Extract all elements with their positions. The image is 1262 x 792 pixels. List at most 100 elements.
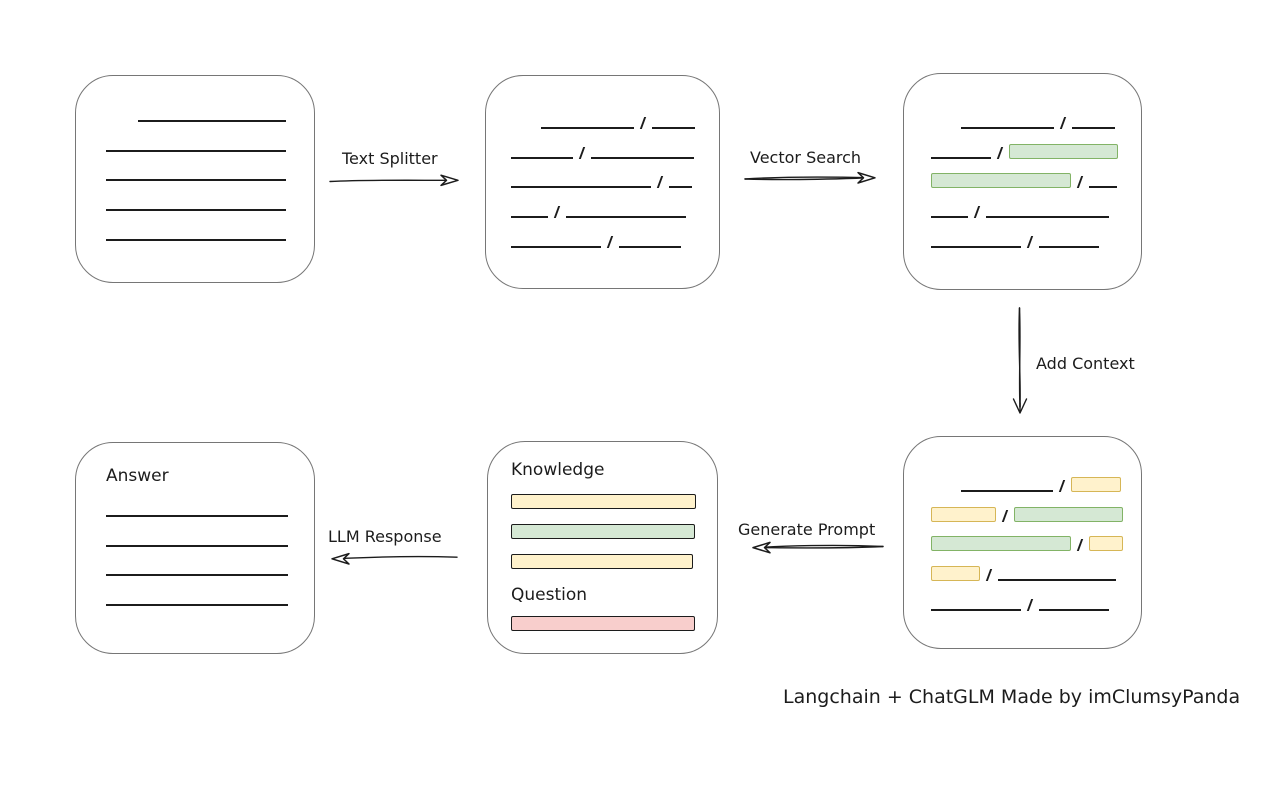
document-row [931,129,1121,159]
split-document-lines [486,76,719,248]
document-row [931,159,1121,189]
slash-separator [553,206,561,219]
text-line [106,209,286,212]
red-bar [511,616,695,631]
text-line [1039,608,1110,611]
text-splitter-label: Text Splitter [342,149,438,168]
document-row [931,492,1124,522]
document-row [931,581,1121,611]
document-row [106,517,294,547]
document-row [511,159,699,189]
vector-matched-document-box [903,73,1142,290]
answer-lines [106,487,314,607]
document-row [961,99,1121,129]
document-row [931,218,1121,248]
text-line [998,579,1117,582]
llm-response-label: LLM Response [328,527,442,546]
text-line [1072,126,1116,129]
text-line [106,514,288,517]
source-document-lines [76,76,314,241]
slash-separator [1059,116,1067,129]
slash-separator [1076,539,1084,552]
highlight-chip-yellow [1089,536,1124,552]
text-line [591,156,695,159]
vector-search-label: Vector Search [750,148,862,167]
document-row [106,211,294,241]
text-line [106,149,286,152]
text-line [931,608,1021,611]
text-line [566,216,687,219]
text-line [619,245,682,248]
add-context-label: Add Context [1036,354,1135,373]
document-row [106,181,294,212]
slash-separator [1026,598,1034,611]
matched-document-lines [904,74,1141,248]
document-row [961,462,1121,492]
slash-separator [1058,479,1066,492]
text-line [106,179,286,182]
vector-search-arrow-icon [744,171,876,184]
text-line [669,186,693,189]
document-row [931,522,1124,552]
text-line [652,126,696,129]
answer-label: Answer [106,466,169,486]
generate-prompt-arrow-icon [752,541,884,554]
document-row [931,551,1121,582]
text-line [931,216,968,219]
answer-box: Answer [75,442,315,654]
slash-separator [973,206,981,219]
prompt-content: Knowledge Question [488,442,717,631]
slash-separator [606,235,614,248]
document-row [106,547,294,577]
highlight-chip-green [931,173,1071,189]
slash-separator [578,146,586,159]
document-row [106,122,294,152]
text-line [961,489,1053,492]
text-line [1089,186,1118,189]
slash-separator [639,116,647,129]
text-line [961,126,1054,129]
knowledge-bars [511,494,717,569]
document-row [541,99,699,129]
text-line [511,245,601,248]
diagram-caption: Langchain + ChatGLM Made by imClumsyPand… [783,686,1241,708]
split-document-box [485,75,720,289]
add-context-arrow-icon [1012,307,1028,414]
question-label: Question [511,585,588,605]
document-row [106,487,294,517]
highlight-chip-yellow [1071,476,1121,492]
document-row [138,92,294,122]
highlight-chip-green [1009,143,1119,159]
slash-separator [656,176,664,189]
slash-separator [996,146,1004,159]
document-row [511,218,699,248]
knowledge-label: Knowledge [511,460,605,480]
text-line [511,156,573,159]
text-line [138,119,286,122]
source-document-box [75,75,315,283]
yellow-bar [511,494,696,509]
text-line [511,216,548,219]
slash-separator [1001,509,1009,522]
prompt-box: Knowledge Question [487,441,718,654]
llm-response-arrow-icon [331,552,458,565]
yellow-bar [511,554,693,569]
highlight-chip-green [1014,506,1124,522]
context-document-box [903,436,1142,649]
text-line [511,186,651,189]
text-line [106,238,286,241]
question-bars [511,616,717,631]
document-row [106,576,294,607]
text-line [931,156,991,159]
text-line [931,245,1021,248]
highlight-chip-yellow [931,566,980,582]
context-document-lines [904,437,1141,611]
generate-prompt-label: Generate Prompt [738,520,876,539]
answer-content: Answer [76,443,314,607]
text-line [541,126,634,129]
text-splitter-arrow-icon [329,174,459,187]
green-bar [511,524,695,539]
text-line [106,544,288,547]
highlight-chip-green [931,536,1071,552]
text-line [986,216,1110,219]
